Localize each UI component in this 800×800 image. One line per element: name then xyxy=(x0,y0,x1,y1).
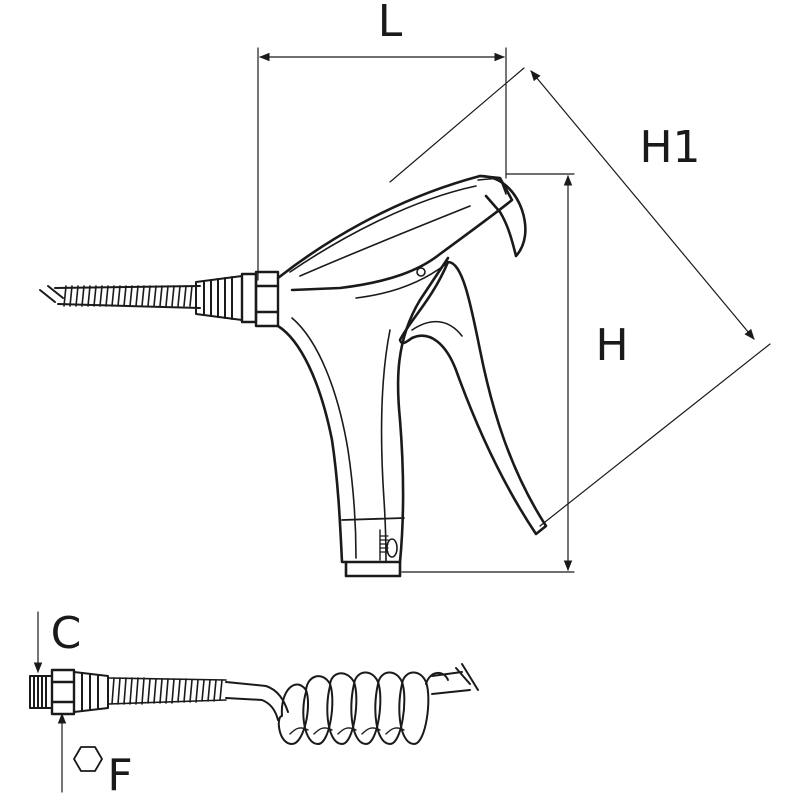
dimension-f: F xyxy=(57,712,133,800)
dimension-h1-label: H1 xyxy=(639,122,700,173)
hose-fitting xyxy=(195,275,243,321)
dimension-f-label: F xyxy=(107,750,132,800)
spiral-hose-assembly xyxy=(29,663,479,745)
dimension-h1: H1 xyxy=(389,67,771,527)
blow-gun xyxy=(39,174,548,578)
trigger-lever xyxy=(398,260,548,536)
dimension-c: C xyxy=(33,608,82,674)
dimension-c-label: C xyxy=(51,608,82,659)
hose-end xyxy=(431,663,479,695)
hex-fitting xyxy=(50,668,76,716)
crimp-sleeve xyxy=(73,671,109,713)
inlet-hose xyxy=(39,285,201,309)
hose-tail xyxy=(225,681,289,721)
male-thread xyxy=(29,675,53,709)
dimension-h-label: H xyxy=(595,320,628,371)
spring-guard xyxy=(107,677,227,705)
inlet-hex-nut xyxy=(240,270,280,328)
dimension-h: H xyxy=(401,173,629,573)
spiral-coil xyxy=(277,671,449,745)
dimension-l: L xyxy=(257,0,507,281)
gun-body xyxy=(276,174,527,578)
dimension-l-label: L xyxy=(378,0,403,47)
hexagon-icon xyxy=(73,746,103,772)
